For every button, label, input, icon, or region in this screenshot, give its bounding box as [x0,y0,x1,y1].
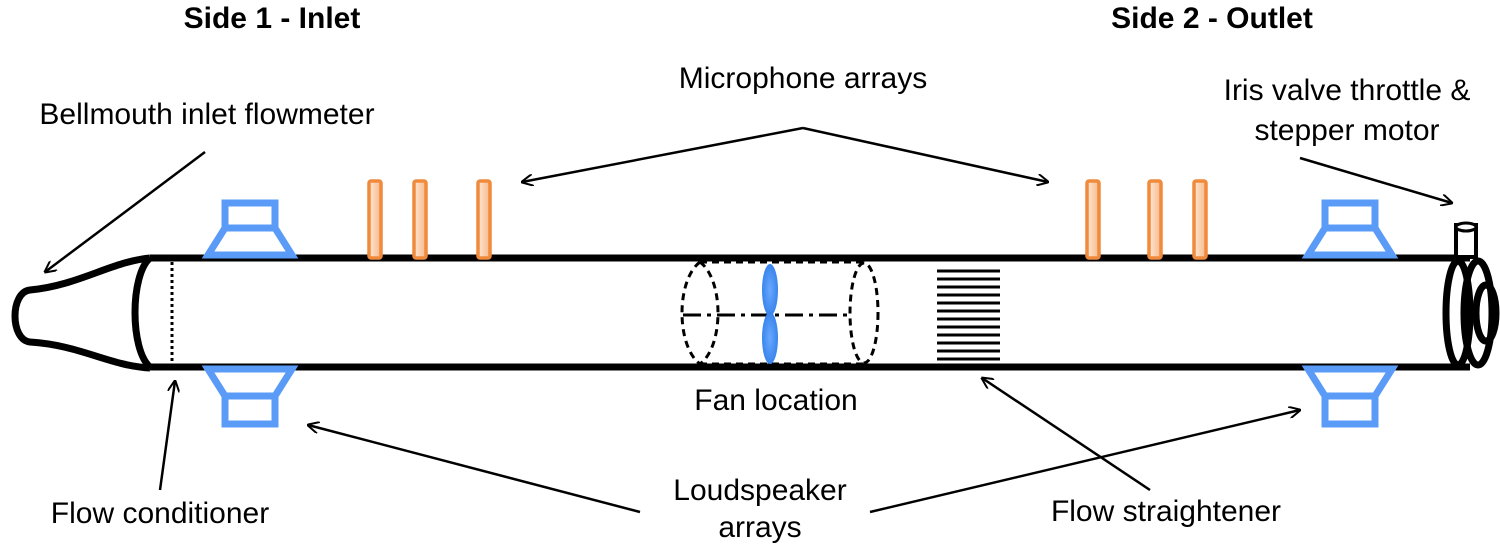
arrow-mic-outlet [802,126,1048,182]
iris-valve-throttle [1442,221,1500,369]
iris-valve-label-line2: stepper motor [1254,114,1439,147]
loudspeaker-inlet-bottom [201,365,299,428]
main-duct [131,254,1470,371]
side2-title: Side 2 - Outlet [1111,2,1313,35]
microphone-arrays-label: Microphone arrays [679,62,927,95]
loudspeaker-outlet-top [1301,199,1399,259]
loudspeaker-label-line1: Loudspeaker [673,474,846,507]
arrow-flow-conditioner [158,381,175,491]
arrow-loudspeaker-inlet [308,425,641,514]
arrow-iris-valve [1299,156,1452,203]
fan-blade [762,312,778,364]
microphone [367,179,383,260]
microphone [1085,179,1101,260]
microphone [476,179,492,260]
bellmouth-inlet [11,254,151,372]
fan-location [680,260,880,366]
microphone-array-inlet [367,179,492,260]
iris-valve-label-line1: Iris valve throttle & [1224,74,1471,107]
arrow-bellmouth [45,151,206,272]
loudspeaker-label-line2: arrays [718,511,801,544]
flow-conditioner-label: Flow conditioner [51,497,269,530]
arrow-mic-inlet [522,126,804,182]
flow-straightener [937,269,1000,361]
flow-straightener-label: Flow straightener [1051,495,1281,528]
arrow-flow-straightener [982,378,1151,492]
microphone-array-outlet [1085,179,1208,260]
microphone [412,179,428,260]
microphone [1192,179,1208,260]
microphone [1147,179,1163,260]
fan-blade [762,264,778,316]
loudspeaker-outlet-bottom [1301,365,1399,428]
bellmouth-label: Bellmouth inlet flowmeter [39,98,374,131]
fan-location-label: Fan location [694,384,857,417]
side1-title: Side 1 - Inlet [184,2,361,35]
loudspeaker-inlet-top [201,199,299,259]
leader-arrows [45,126,1452,514]
arrow-loudspeaker-outlet [869,410,1300,514]
